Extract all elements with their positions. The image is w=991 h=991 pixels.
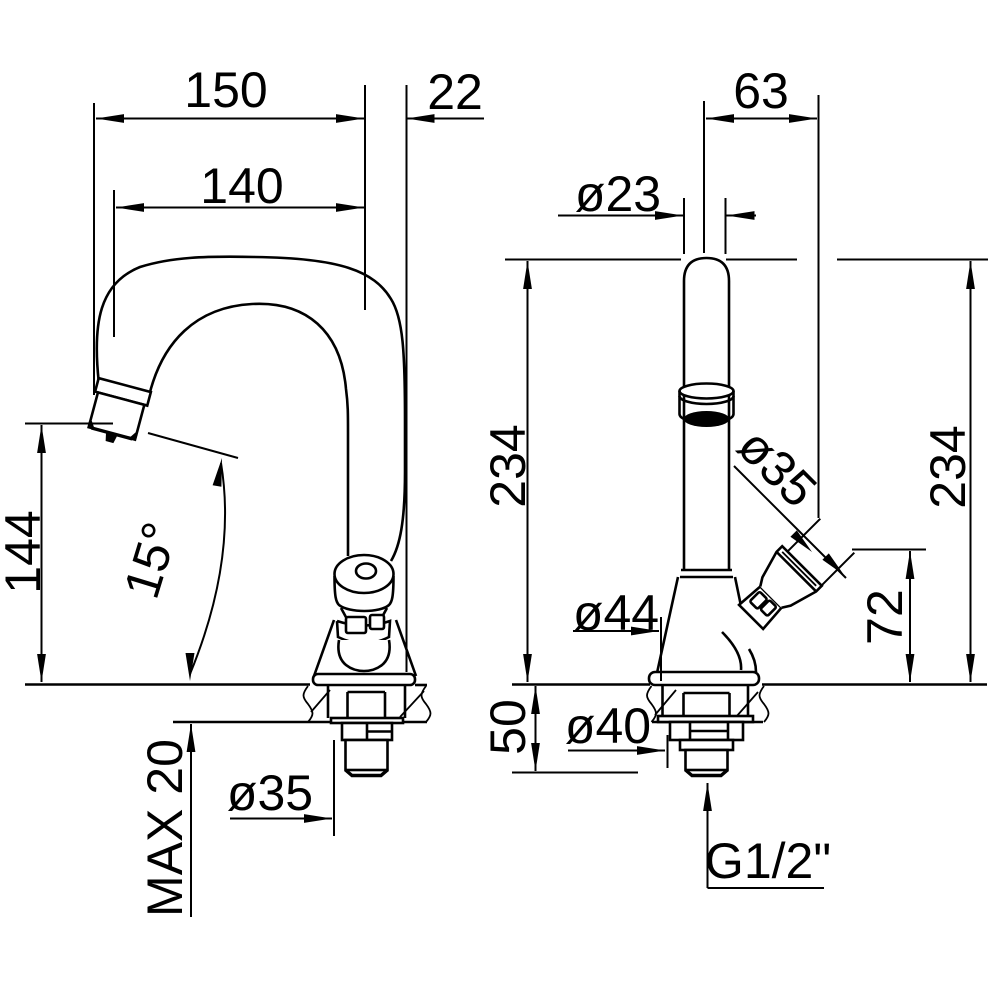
label-handle-dia: ø35 [727,417,828,518]
label-reach: 150 [184,62,267,118]
water-outlet [105,431,118,444]
label-rear-offset: 22 [427,64,483,120]
label-spout-angle: 15° [113,516,189,605]
spout-nozzle [87,376,153,444]
dim-handle-offset [703,95,820,518]
dim-thread-leader [703,783,824,889]
label-base-dia: ø40 [565,698,651,754]
dim-total-height-right [726,258,988,682]
bonnet-slot [759,599,778,617]
handle-knob-front [737,544,824,631]
dim-base-dia [568,735,669,768]
dimension-labels: 150 140 22 63 ø23 144 15° MAX 20 ø35 234… [0,62,976,917]
dim-total-height-left [505,258,681,682]
label-body-dia: ø44 [573,585,659,641]
threaded-shank [344,738,389,772]
base-flange [311,672,417,687]
dim-spout-reach [113,190,364,337]
dim-spout-height [25,422,113,682]
side-view-dimensions [25,85,484,917]
dim-under-deck [512,686,638,774]
label-total-height-right: 234 [920,425,976,508]
dim-reach [93,85,366,395]
dim-rear-offset [405,85,484,672]
side-view [25,255,432,778]
front-view [512,256,987,778]
knob-top-dot [354,562,378,580]
dim-deck-hole [230,740,335,836]
spout-tube-front [678,256,735,579]
label-thread: G1/2" [705,833,831,889]
label-spout-tube-dia: ø23 [575,166,661,222]
dim-handle-dia [733,465,856,587]
label-spout-height: 144 [0,510,51,593]
counter-section-left [302,683,432,724]
label-max-deck: MAX 20 [137,739,193,917]
bonnet-slot [344,615,368,635]
mounting-hardware-left [311,672,417,778]
label-total-height-left: 234 [480,424,536,507]
gooseneck-spout [95,255,407,562]
mounting-hardware-right [647,670,761,778]
bonnet-slot [749,590,768,610]
dim-spout-angle [147,432,239,681]
label-deck-hole-dia: ø35 [227,765,313,821]
aerator-opening [683,411,730,427]
threaded-shank [684,748,729,772]
label-handle-offset: 63 [733,63,789,119]
label-handle-top-height: 72 [857,589,913,645]
handle-knob-side [333,553,395,673]
dim-body-dia [573,617,662,681]
dim-spout-tube-dia [558,198,756,254]
label-spout-reach: 140 [200,158,283,214]
label-under-deck: 50 [480,699,536,755]
base-flange [647,670,761,687]
bonnet-slot [368,613,386,631]
shank-collar [678,738,735,752]
front-view-dimensions [505,95,988,889]
dim-handle-top-height [852,548,926,682]
base-cone-front [655,576,758,674]
